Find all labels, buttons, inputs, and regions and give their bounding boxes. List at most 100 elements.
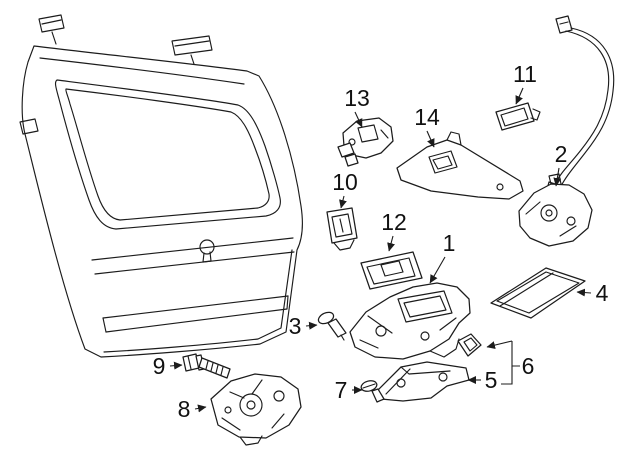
drawing-line xyxy=(239,435,263,446)
drawing-line xyxy=(286,295,289,310)
part-4-trim-panel-drawing xyxy=(490,267,586,319)
part-number-label: 1 xyxy=(443,230,456,256)
part-number-label: 12 xyxy=(381,209,407,235)
drawing-line xyxy=(359,339,379,349)
drawing-line xyxy=(375,325,387,337)
drawing-line xyxy=(438,372,448,382)
drawing-line xyxy=(19,118,39,135)
release-cable-drawing xyxy=(545,15,615,198)
drawing-line xyxy=(239,393,263,417)
drawing-line xyxy=(396,139,524,200)
part-5-striker-drawing xyxy=(374,361,470,402)
drawing-line xyxy=(457,333,482,357)
drawing-line xyxy=(348,138,356,146)
part-callout-14: 14 xyxy=(414,104,440,148)
callout-leader-line xyxy=(339,195,347,209)
drawing-line xyxy=(429,338,460,358)
drawing-line xyxy=(559,27,615,189)
drawing-line xyxy=(362,383,376,389)
drawing-line xyxy=(432,155,453,170)
callout-leader-line xyxy=(429,256,446,284)
drawing-line xyxy=(518,183,593,247)
part-13-actuator-drawing xyxy=(337,117,394,167)
drawing-line xyxy=(102,295,289,319)
drawing-line xyxy=(331,213,353,238)
callout-leader-line xyxy=(553,167,562,187)
part-number-label: 3 xyxy=(289,313,302,339)
callout-leader-line xyxy=(169,361,183,370)
drawing-line xyxy=(337,142,355,158)
drawing-line xyxy=(367,315,393,334)
part-12-switch-drawing xyxy=(360,251,423,290)
callout-bracket-line xyxy=(501,366,513,385)
drawing-line xyxy=(39,57,245,85)
drawing-line xyxy=(496,271,580,314)
part-callout-2: 2 xyxy=(553,141,567,187)
callout-bracket-line xyxy=(511,341,520,367)
drawing-line xyxy=(500,107,529,127)
tailgate-drawing xyxy=(19,14,303,358)
part-number-label: 7 xyxy=(335,377,348,403)
part-10-clip-drawing xyxy=(326,207,358,251)
drawing-line xyxy=(54,79,281,230)
drawing-line xyxy=(446,131,462,146)
drawing-line xyxy=(271,413,285,429)
drawing-line xyxy=(530,108,541,121)
callout-leader-line xyxy=(486,340,513,350)
drawing-line xyxy=(205,360,209,370)
drawing-line xyxy=(215,364,219,374)
part-number-label: 11 xyxy=(513,61,537,87)
part-7-screw-drawing xyxy=(360,380,385,403)
drawing-line xyxy=(102,317,107,333)
part-callout-3: 3 xyxy=(289,313,318,339)
part-callout-5: 5 xyxy=(467,367,497,393)
part-3-pin-drawing xyxy=(317,311,347,341)
part-callout-11: 11 xyxy=(513,61,537,105)
drawing-line xyxy=(229,391,245,399)
drawing-line xyxy=(210,362,214,372)
part-number-label: 6 xyxy=(522,353,535,379)
drawing-line xyxy=(559,21,569,25)
drawing-line xyxy=(174,40,210,47)
drawing-line xyxy=(428,150,458,174)
drawing-line xyxy=(224,406,232,414)
part-6-clip-drawing xyxy=(457,333,482,357)
drawing-line xyxy=(463,337,478,352)
drawing-line xyxy=(103,249,293,353)
part-9-bolt-drawing xyxy=(182,353,231,379)
drawing-line xyxy=(339,218,344,233)
drawing-line xyxy=(554,30,610,185)
drawing-line xyxy=(499,272,554,307)
callout-leader-line xyxy=(194,404,207,413)
callout-leader-line xyxy=(515,87,524,105)
drawing-line xyxy=(525,201,541,215)
drawing-line xyxy=(566,216,576,226)
drawing-line xyxy=(357,124,379,143)
part-number-label: 14 xyxy=(414,104,440,130)
part-8-lock-drawing xyxy=(210,373,302,446)
drawing-line xyxy=(545,209,553,217)
part-callout-13: 13 xyxy=(344,85,370,128)
drawing-line xyxy=(199,239,215,255)
part-callout-1: 1 xyxy=(429,230,456,284)
drawing-line xyxy=(340,334,345,341)
drawing-line xyxy=(246,400,256,410)
drawing-line xyxy=(555,15,573,34)
part-1-latch-assembly-drawing xyxy=(349,282,471,360)
part-14-bracket-drawing xyxy=(396,131,524,200)
drawing-line xyxy=(374,361,470,402)
drawing-line xyxy=(327,318,347,338)
drawing-line xyxy=(21,45,303,358)
part-callout-4: 4 xyxy=(576,280,609,306)
callout-leader-line xyxy=(354,111,363,128)
drawing-line xyxy=(344,153,359,167)
drawing-line xyxy=(190,54,195,65)
drawing-line xyxy=(51,31,57,45)
drawing-line xyxy=(548,173,562,185)
part-number-label: 13 xyxy=(344,85,370,111)
drawing-line xyxy=(439,317,457,331)
drawing-line xyxy=(371,388,385,403)
part-11-license-lamp-drawing xyxy=(495,102,541,131)
